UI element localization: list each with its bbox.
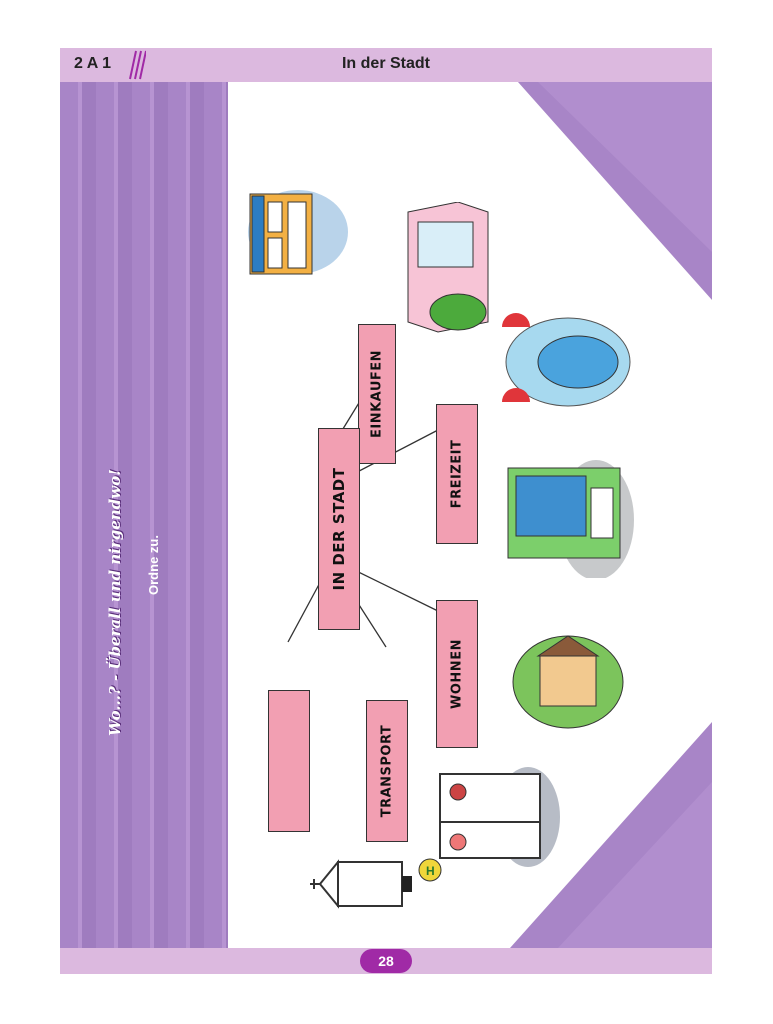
box-freizeit: FREIZEIT xyxy=(436,404,478,544)
lesson-side-panel: Wo...? - Überall und nirgendwo! Ordne zu… xyxy=(60,82,228,948)
page-number: 28 xyxy=(360,949,412,973)
label-center: IN DER STADT xyxy=(330,467,348,591)
box-einkaufen: EINKAUFEN xyxy=(358,324,396,464)
church-icon xyxy=(310,859,412,909)
label-einkaufen: EINKAUFEN xyxy=(369,349,385,439)
label-transport: TRANSPORT xyxy=(379,724,395,818)
clothes-shop-icon xyxy=(407,202,489,333)
swimming-pool-icon xyxy=(502,313,631,407)
stripe-icon xyxy=(129,50,146,80)
box-transport: TRANSPORT xyxy=(366,700,408,842)
background-shapes xyxy=(287,82,712,948)
svg-text:H: H xyxy=(426,864,435,878)
mindmap-area: H EINKAUFEN FREIZEIT IN DER STADT WOHNEN… xyxy=(228,82,712,948)
bus-stop-icon: H xyxy=(418,767,560,882)
box-wohnen: WOHNEN xyxy=(436,600,478,748)
box-in-der-stadt: IN DER STADT xyxy=(318,428,360,630)
unit-label: 2 A 1 xyxy=(74,55,112,72)
page-header: 2 A 1 In der Stadt xyxy=(60,48,712,82)
cinema-icon xyxy=(507,460,634,578)
label-freizeit: FREIZEIT xyxy=(449,439,465,509)
lesson-title: Wo...? - Überall und nirgendwo! xyxy=(106,469,124,736)
instruction-text: Ordne zu. xyxy=(146,535,161,595)
supermarket-icon xyxy=(248,190,348,275)
worksheet-page: 2 A 1 In der Stadt Wo...? - Überall und … xyxy=(60,48,712,974)
page-footer: 28 xyxy=(60,948,712,974)
house-icon xyxy=(512,635,624,729)
box-empty-answer[interactable] xyxy=(268,690,310,832)
page-title: In der Stadt xyxy=(341,55,430,72)
label-wohnen: WOHNEN xyxy=(449,639,465,709)
